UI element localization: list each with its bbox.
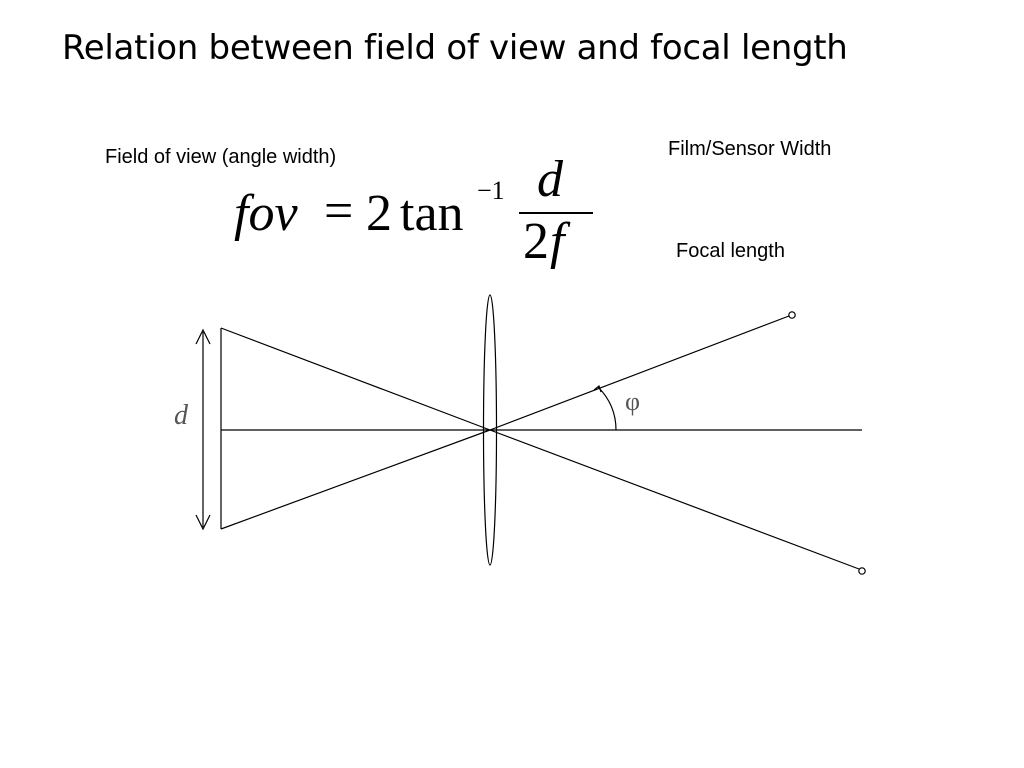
ray-bottom-in [220,429,491,530]
formula-fraction-bar [519,212,593,214]
angle-arc [597,386,617,431]
formula-denominator-variable: f [550,213,565,270]
formula-tan: tan [400,185,464,242]
film-sensor-width-label: Film/Sensor Width [668,138,832,160]
sensor-width-label: d [174,400,189,431]
slide-title: Relation between field of view and focal… [62,28,848,68]
ray-top-in [220,327,491,431]
formula-numerator: d [537,151,563,208]
ray-top-endpoint [788,311,796,319]
ray-bottom-endpoint [858,567,866,575]
formula-fov: fov [234,185,298,242]
fov-formula: fov = 2 tan −1 d 2 f [232,151,612,290]
lens [482,294,498,566]
ray-bottom-out [489,429,860,570]
formula-exponent: −1 [477,176,505,205]
formula-coefficient: 2 [366,185,392,242]
sensor-dimension-arrowhead-bottom [195,514,211,531]
angle-arc-arrowhead [593,384,602,393]
focal-length-label: Focal length [676,240,785,262]
ray-top-out [489,315,790,431]
field-of-view-label: Field of view (angle width) [105,146,337,168]
angle-label: φ [625,387,640,416]
formula-equals: = [324,183,354,240]
sensor-dimension-arrowhead-top [195,328,211,345]
formula-denominator-coefficient: 2 [523,213,549,270]
